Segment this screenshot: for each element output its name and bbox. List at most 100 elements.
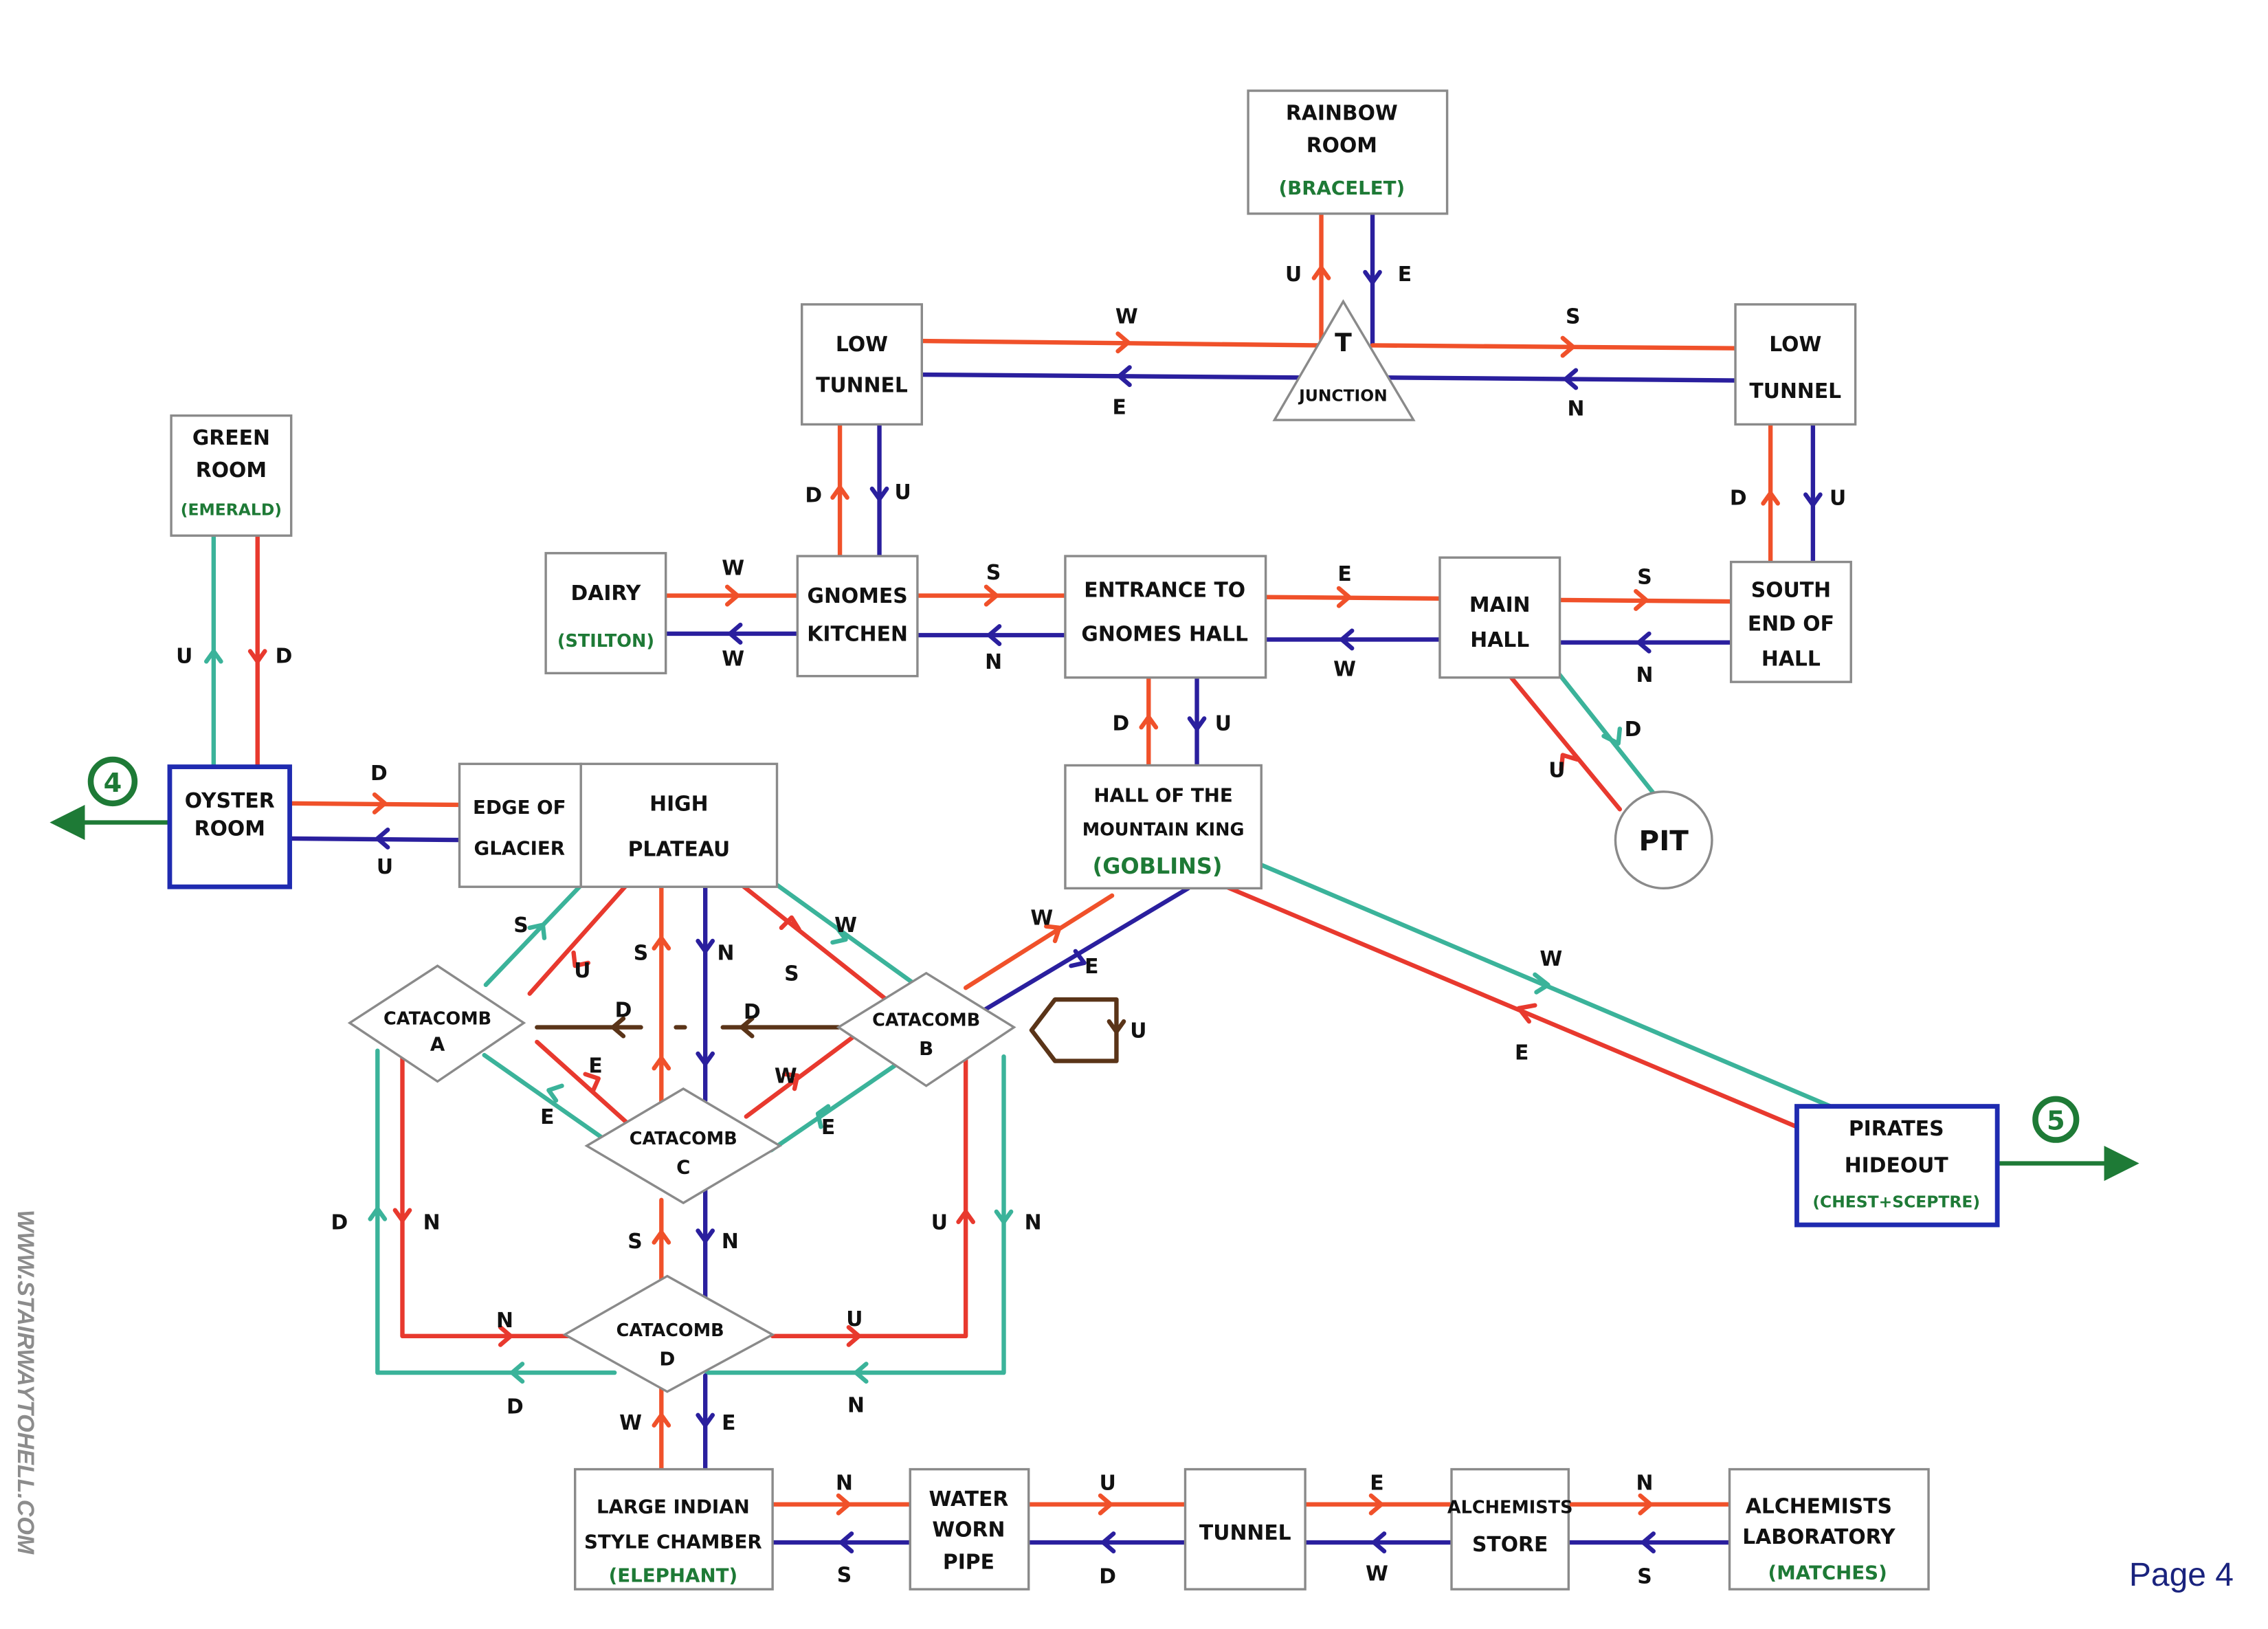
room-name-line: ROOM xyxy=(194,817,265,841)
arrow-left-icon xyxy=(854,1362,869,1384)
path-lowtunnel-e-to-junction xyxy=(1385,375,1741,383)
room-item: (ELEPHANT) xyxy=(609,1564,738,1587)
room-name-line: STORE xyxy=(1472,1533,1548,1557)
direction-label: D xyxy=(276,644,293,668)
room-green-room[interactable]: GREEN ROOM (EMERALD) xyxy=(170,414,293,537)
arrow-down-icon xyxy=(696,1412,715,1428)
direction-label: W xyxy=(834,913,857,938)
path-entrance-to-mainhall xyxy=(1263,595,1443,601)
arrow-up-icon xyxy=(1139,715,1159,730)
arrow-icon xyxy=(583,1072,601,1094)
direction-label: S xyxy=(1637,565,1652,589)
room-gnomes-kitchen[interactable]: GNOMES KITCHEN xyxy=(796,555,919,678)
exit-to-page-5[interactable]: 5 xyxy=(2032,1096,2080,1143)
direction-label: E xyxy=(1337,562,1351,586)
arrow-right-icon xyxy=(1098,1493,1113,1516)
arrow-down-icon xyxy=(1363,269,1382,285)
arrow-right-icon xyxy=(372,792,388,814)
path-b-to-c xyxy=(768,1052,913,1153)
room-catacomb-a[interactable]: CATACOMB A xyxy=(347,964,526,1083)
room-hall-of-the-mountain-king[interactable]: HALL OF THE MOUNTAIN KING (GOBLINS) xyxy=(1064,764,1263,890)
room-name-line: LARGE INDIAN xyxy=(597,1495,750,1518)
path-hmk-to-b xyxy=(982,886,1190,1012)
arrow-right-icon xyxy=(836,1493,852,1516)
direction-label: E xyxy=(1398,263,1412,287)
arrow-icon xyxy=(781,1072,800,1091)
direction-label: N xyxy=(718,942,735,966)
direction-label: W xyxy=(1115,305,1138,329)
arrow-up-icon xyxy=(368,1206,388,1221)
direction-label: W xyxy=(1030,907,1053,931)
path-a-to-d xyxy=(400,1045,612,1339)
room-pit[interactable]: PIT xyxy=(1614,790,1713,890)
room-name-line: LOW xyxy=(1769,333,1821,357)
page-link-number: 5 xyxy=(2047,1106,2065,1137)
arrow-left-icon xyxy=(610,1016,626,1039)
connections xyxy=(49,211,2139,1553)
arrow-icon xyxy=(1516,1003,1537,1024)
arrow-up-icon xyxy=(956,1209,975,1224)
direction-label: N xyxy=(847,1394,865,1418)
room-pirates-hideout[interactable]: PIRATES HIDEOUT (CHEST+SCEPTRE) xyxy=(1794,1104,2000,1228)
direction-label: D xyxy=(805,483,822,507)
room-edge-of-glacier[interactable]: EDGE OF GLACIER xyxy=(458,762,582,888)
room-tunnel[interactable]: TUNNEL xyxy=(1183,1467,1307,1591)
room-catacomb-b[interactable]: CATACOMB B xyxy=(836,971,1016,1087)
room-south-end-of-hall[interactable]: SOUTH END OF HALL xyxy=(1729,560,1852,683)
direction-label: S xyxy=(627,1230,642,1254)
arrow-down-icon xyxy=(247,649,267,664)
arrow-icon xyxy=(1533,972,1550,995)
exit-to-page-4[interactable]: 4 xyxy=(87,756,138,807)
room-alchemists-store[interactable]: ALCHEMISTS STORE xyxy=(1447,1467,1573,1591)
room-alchemists-laboratory[interactable]: ALCHEMISTS LABORATORY (MATCHES) xyxy=(1728,1467,1930,1591)
room-name-line: JUNCTION xyxy=(1298,386,1388,405)
arrow-left-icon xyxy=(1339,628,1355,651)
room-catacomb-d[interactable]: CATACOMB D xyxy=(562,1274,775,1393)
direction-label: W xyxy=(722,557,744,581)
room-name-line: GLACIER xyxy=(474,836,566,859)
arrow-down-icon xyxy=(1187,716,1207,731)
direction-label: S xyxy=(986,561,1001,585)
room-dairy[interactable]: DAIRY (STILTON) xyxy=(544,552,667,675)
room-name-line: HIDEOUT xyxy=(1845,1153,1949,1177)
room-catacomb-c[interactable]: CATACOMB C xyxy=(584,1087,783,1205)
arrow-right-icon xyxy=(1368,1493,1383,1516)
arrow-up-icon xyxy=(652,935,671,951)
room-water-worn-pipe[interactable]: WATER WORN PIPE xyxy=(909,1467,1030,1591)
arrow-left-icon xyxy=(1563,368,1579,390)
room-name-line: D xyxy=(659,1347,675,1370)
path-b-loop-up xyxy=(1029,997,1119,1063)
room-name-line: TUNNEL xyxy=(1199,1521,1291,1545)
room-main-hall[interactable]: MAIN HALL xyxy=(1438,556,1561,679)
room-name-line: GNOMES HALL xyxy=(1081,623,1248,647)
direction-label: E xyxy=(588,1054,602,1078)
room-large-indian-style-chamber[interactable]: LARGE INDIAN STYLE CHAMBER (ELEPHANT) xyxy=(574,1467,774,1591)
direction-label: W xyxy=(619,1411,642,1435)
room-entrance-to-gnomes-hall[interactable]: ENTRANCE TO GNOMES HALL xyxy=(1064,555,1267,679)
arrow-left-icon xyxy=(838,1531,854,1553)
direction-label: D xyxy=(1112,711,1129,735)
room-name-line: ROOM xyxy=(1307,133,1377,157)
room-oyster-room[interactable]: OYSTER ROOM xyxy=(167,764,292,889)
room-t-junction[interactable]: T JUNCTION xyxy=(1272,299,1416,421)
direction-label: E xyxy=(1370,1471,1383,1495)
room-high-plateau[interactable]: HIGH PLATEAU xyxy=(579,762,779,888)
room-rainbow-room[interactable]: RAINBOW ROOM (BRACELET) xyxy=(1247,89,1449,215)
arrow-icon xyxy=(1044,924,1062,944)
room-name-line: PIT xyxy=(1639,824,1689,857)
room-name-line: ALCHEMISTS xyxy=(1447,1497,1573,1518)
direction-label: E xyxy=(821,1116,835,1140)
path-b-to-hmk xyxy=(963,893,1115,990)
room-low-tunnel-west[interactable]: LOW TUNNEL xyxy=(801,303,923,426)
direction-label: S xyxy=(1637,1565,1652,1589)
room-name-line: ALCHEMISTS xyxy=(1746,1494,1892,1518)
path-a-to-plateau xyxy=(483,883,583,988)
arrow-right-icon xyxy=(724,584,740,607)
arrow-up-icon xyxy=(1559,753,1580,773)
direction-label: S xyxy=(513,913,528,938)
room-low-tunnel-east[interactable]: LOW TUNNEL xyxy=(1734,303,1857,426)
arrow-up-icon xyxy=(652,1056,671,1071)
direction-label: U xyxy=(574,959,590,983)
direction-label: N xyxy=(1636,663,1654,687)
direction-label: U xyxy=(1830,487,1846,511)
